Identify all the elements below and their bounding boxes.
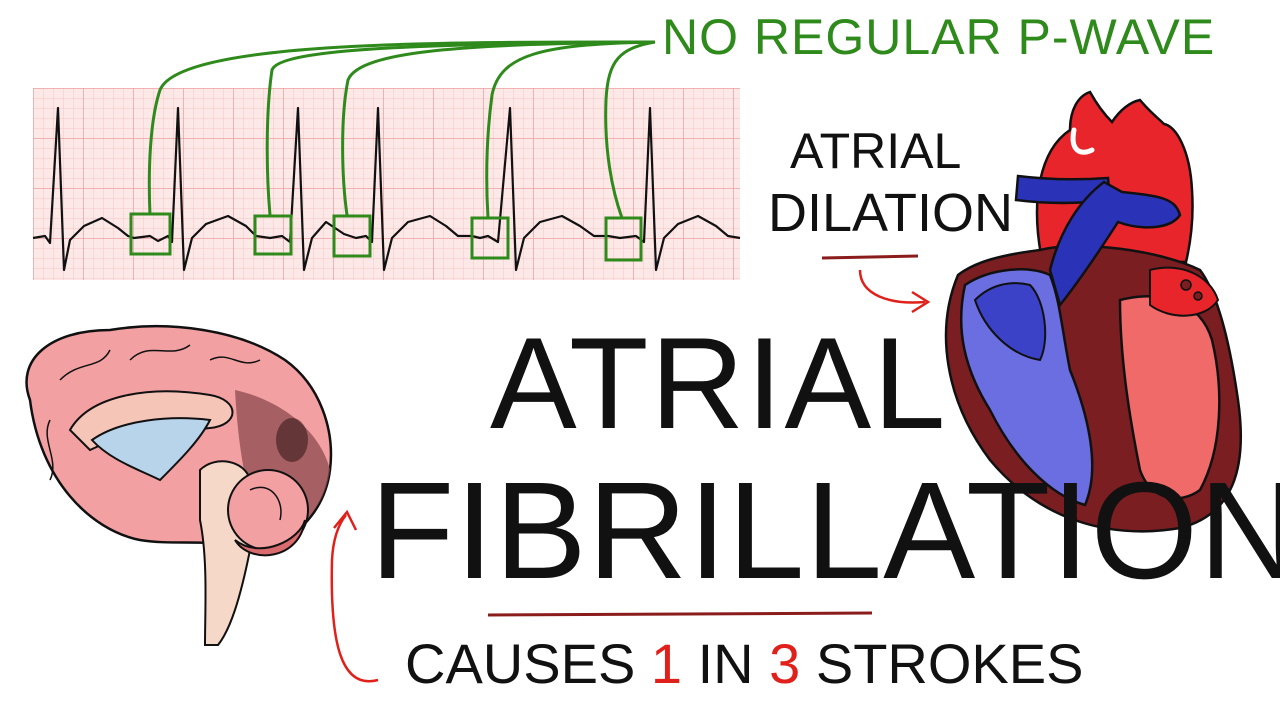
p-wave-annotations bbox=[129, 40, 656, 262]
dilation-label-line1: ATRIAL bbox=[790, 123, 962, 179]
dilation-label-line2: DILATION bbox=[768, 183, 1014, 243]
ecg-trace bbox=[32, 106, 741, 272]
stroke-statistic: CAUSES 1 IN 3 STROKES bbox=[405, 632, 1084, 695]
title-line1: ATRIAL bbox=[490, 310, 948, 456]
ecg-annotation-label: NO REGULAR P-WAVE bbox=[662, 9, 1216, 65]
title-line2: FIBRILLATION bbox=[370, 454, 1280, 608]
